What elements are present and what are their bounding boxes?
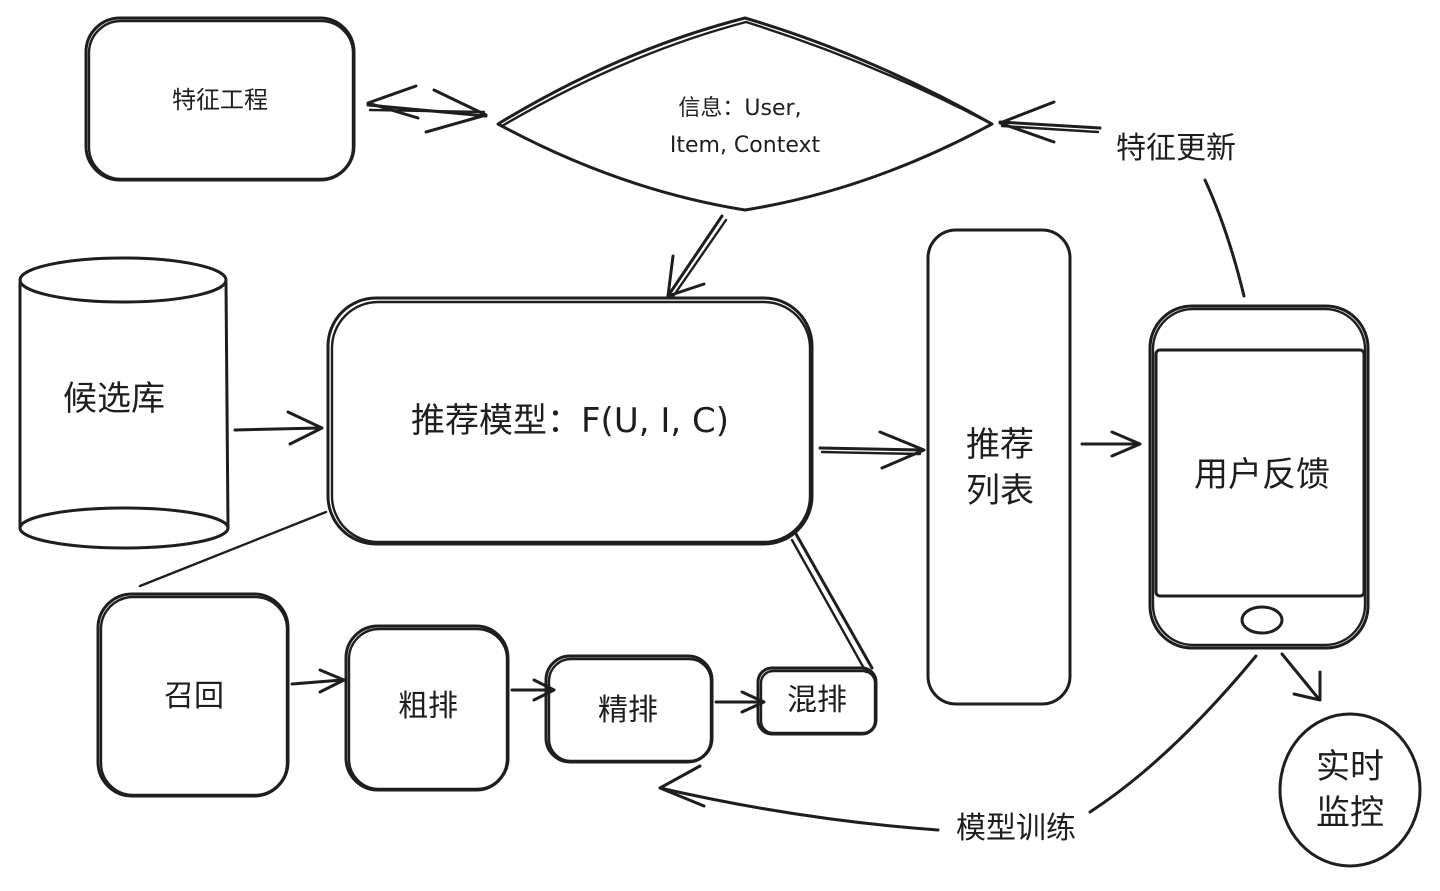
training-feedback-arrow: 模型训练 (658, 654, 1258, 846)
recommendation-list-node: 推荐 列表 (926, 228, 1072, 706)
realtime-monitor-node: 实时 监控 (1278, 712, 1422, 868)
mix-rank-node: 混排 (756, 666, 878, 736)
info-node: 信息：User, Item, Context (496, 16, 994, 212)
user-feedback-label: 用户反馈 (1194, 455, 1330, 495)
info-label-line1: 信息：User, (678, 96, 801, 121)
realtime-monitor-label-line2: 监控 (1316, 793, 1384, 833)
candidate-pool-label: 候选库 (63, 379, 165, 419)
recall-label: 召回 (164, 679, 224, 714)
fine-rank-label: 精排 (598, 693, 658, 728)
candidates-to-model-arrow (233, 410, 324, 446)
mix-rank-label: 混排 (787, 683, 847, 718)
recommendation-model-node: 推荐模型：F(U, I, C) (326, 296, 814, 546)
recommendation-model-label: 推荐模型：F(U, I, C) (411, 401, 729, 441)
feature-engineering-label: 特征工程 (172, 86, 268, 114)
recall-to-coarse-arrow (290, 668, 346, 694)
feedback-to-monitor-arrow (1280, 652, 1322, 702)
fine-rank-node: 精排 (544, 654, 714, 764)
model-pipeline-bracket (138, 510, 874, 674)
fine-to-mix-arrow (714, 690, 766, 714)
candidate-pool-node: 候选库 (18, 256, 230, 550)
info-to-model-arrow (666, 214, 728, 300)
feature-engineering-node: 特征工程 (84, 16, 356, 182)
user-feedback-node: 用户反馈 (1148, 304, 1370, 650)
list-to-feedback-arrow (1080, 430, 1142, 458)
coarse-to-fine-arrow (510, 678, 556, 702)
model-training-label: 模型训练 (956, 811, 1076, 846)
realtime-monitor-label-line1: 实时 (1316, 747, 1384, 787)
feature-update-label: 特征更新 (1116, 131, 1236, 166)
recall-node: 召回 (96, 592, 290, 798)
recommendation-list-label-line1: 推荐 (966, 425, 1034, 465)
model-to-list-arrow (818, 430, 926, 470)
feedback-to-info-arrow: 特征更新 (998, 100, 1246, 298)
coarse-rank-label: 粗排 (398, 689, 458, 724)
feature-info-double-arrow (366, 84, 488, 134)
coarse-rank-node: 粗排 (344, 624, 510, 792)
info-label-line2: Item, Context (670, 133, 821, 158)
recommendation-list-label-line2: 列表 (966, 471, 1034, 511)
